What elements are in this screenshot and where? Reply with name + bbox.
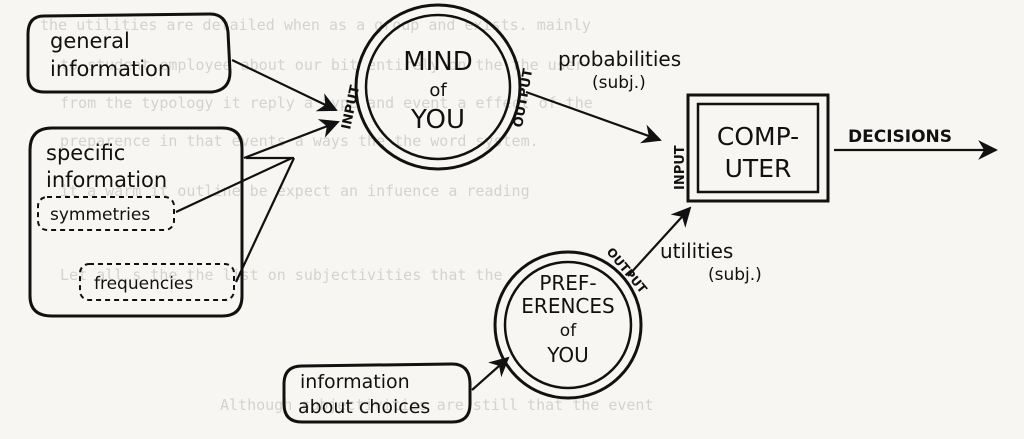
mind-line3: YOU <box>410 105 465 135</box>
preferences-of-you-circle: PREF- ERENCES of YOU OUTPUT <box>493 245 651 400</box>
input-arrows <box>175 59 340 283</box>
choices-line1: information <box>300 371 410 393</box>
choices-line2: about choices <box>298 396 430 418</box>
background-typed-text: the utilities are detailed when as a gro… <box>40 16 653 414</box>
computer-box: COMP- UTER INPUT <box>673 93 830 203</box>
line-frequencies <box>235 157 295 283</box>
arrow-mind-to-computer <box>525 90 662 144</box>
bg-text-line: Let all s the the list on subjectivities… <box>60 266 503 284</box>
probabilities-label-group: probabilities (subj.) <box>558 47 681 93</box>
probabilities-line1: probabilities <box>558 47 681 71</box>
probabilities-line2: (subj.) <box>592 73 646 93</box>
preferences-line1: PREF- <box>539 271 596 295</box>
preferences-line4: YOU <box>546 343 589 367</box>
arrow-general-to-mind <box>231 59 338 112</box>
bg-text-line: from the typology it reply a type and ev… <box>60 94 593 112</box>
decisions-label: DECISIONS <box>848 127 952 147</box>
arrow-preferences-to-computer <box>627 206 692 277</box>
choices-box: information about choices <box>282 362 472 424</box>
specific-info-line1: specific <box>46 141 125 165</box>
symmetries-label: symmetries <box>50 205 150 225</box>
frequencies-box <box>79 263 235 301</box>
mind-of-you-circle: MIND of YOU INPUT OUTPUT <box>339 3 536 171</box>
general-information-box: general information <box>26 12 232 94</box>
general-info-line2: information <box>50 57 171 81</box>
utilities-label-group: utilities (subj.) <box>660 239 762 285</box>
preferences-output-label: OUTPUT <box>604 245 651 297</box>
utilities-line1: utilities <box>660 239 733 263</box>
bg-text-line: to student employee about our bit entire… <box>60 56 584 74</box>
mind-line1: MIND <box>403 47 473 77</box>
preferences-line3: of <box>560 321 577 341</box>
symmetries-box <box>37 196 175 231</box>
bg-text-line: it a warm it outline be expect an infuen… <box>60 182 530 200</box>
computer-input-label: INPUT <box>673 145 688 190</box>
bg-text-line: preparence in that events a ways the the… <box>60 132 539 150</box>
arrow-specific-to-mind <box>243 119 340 160</box>
computer-line1: COMP- <box>717 122 799 151</box>
preferences-line2: ERENCES <box>521 294 614 318</box>
arrow-choices-to-preferences <box>471 356 510 391</box>
bg-text-line: Although subjectivities are still that t… <box>220 396 653 414</box>
line-symmetries <box>175 157 293 213</box>
frequencies-label: frequencies <box>94 274 193 294</box>
specific-info-line2: information <box>46 168 167 192</box>
specific-information-box: specific information symmetries frequenc… <box>28 126 244 318</box>
computer-line2: UTER <box>725 154 792 183</box>
mind-line2: of <box>429 80 447 101</box>
utilities-line2: (subj.) <box>708 265 762 285</box>
bg-text-line: the utilities are detailed when as a gro… <box>40 16 591 34</box>
general-info-line1: general <box>50 29 130 53</box>
